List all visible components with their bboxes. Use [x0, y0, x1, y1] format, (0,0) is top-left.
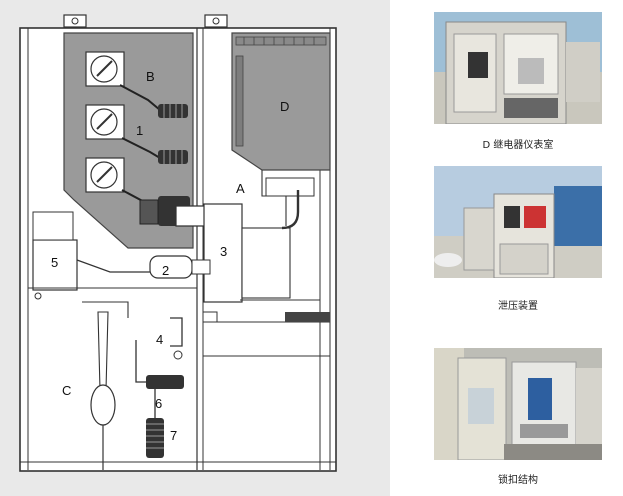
diagram-svg: B D A C 1 2 3 4 5 6 7	[19, 14, 337, 472]
caption-relay-room: D 继电器仪表室	[482, 140, 554, 151]
label-5: 5	[51, 255, 58, 270]
cable-head	[90, 384, 116, 426]
cable-bushing	[146, 375, 184, 389]
photo-pressure-relief	[434, 166, 602, 278]
label-D: D	[280, 99, 289, 114]
label-4: 4	[156, 332, 163, 347]
label-1: 1	[136, 123, 143, 138]
photo-relay-room	[434, 12, 602, 124]
label-6: 6	[155, 396, 162, 411]
label-7: 7	[170, 428, 177, 443]
lug-hole-left	[71, 17, 79, 25]
busbar-insulators	[85, 51, 125, 193]
caption-latch-structure: 锁扣结构	[498, 475, 538, 486]
label-B: B	[146, 69, 155, 84]
breaker-body	[203, 203, 243, 303]
photo-latch-structure	[434, 348, 602, 460]
switchgear-diagram: B D A C 1 2 3 4 5 6 7	[0, 0, 390, 496]
label-3: 3	[220, 244, 227, 259]
current-transformer	[32, 239, 78, 291]
lug-hole-right	[212, 17, 220, 25]
caption-pressure-relief: 泄压装置	[498, 301, 538, 312]
relay-compartment	[231, 32, 331, 171]
label-C: C	[62, 383, 71, 398]
label-2: 2	[162, 263, 169, 278]
label-A: A	[236, 181, 245, 196]
